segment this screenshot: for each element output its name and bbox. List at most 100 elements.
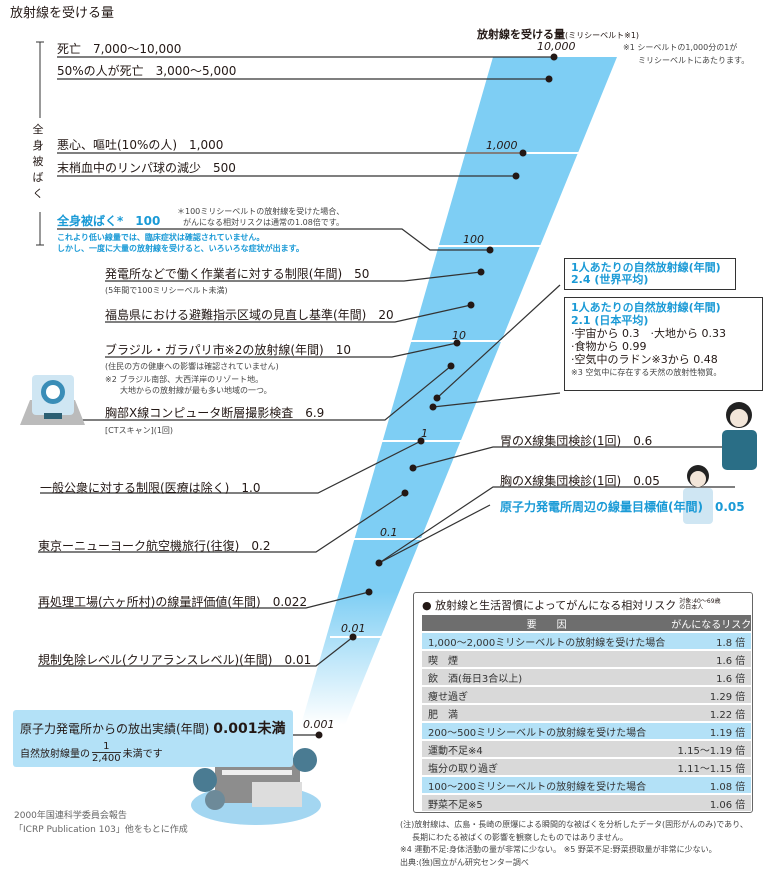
- note-1-line2: ミリシーベルトにあたります。: [638, 55, 749, 66]
- risk-cell: 1.6 倍: [671, 651, 751, 667]
- japan-box-line: ·宇宙から 0.3 ·大地から 0.33: [571, 327, 756, 340]
- label-lymph: 末梢血中のリンパ球の減少 500: [57, 159, 236, 176]
- factor-cell: 運動不足※4: [422, 741, 671, 757]
- label-clearance: 規制免除レベル(クリアランスレベル)(年間) 0.01: [38, 651, 311, 668]
- tick-0-001: 0.001: [303, 718, 335, 731]
- wb100-note-2: がんになる相対リスクは通常の1.08倍です。: [183, 217, 344, 228]
- fraction-numerator: 1: [103, 741, 109, 752]
- label-npp-release: 原子力発電所からの放出実績(年間) 0.001未満: [20, 718, 286, 738]
- whole-body-label: 全身被ばく: [31, 122, 45, 202]
- risk-cell: 1.08 倍: [671, 777, 751, 793]
- tick-100: 100: [463, 233, 484, 246]
- tick-10: 10: [452, 329, 466, 342]
- label-nausea: 悪心、嘔吐(10%の人) 1,000: [57, 136, 223, 153]
- label-reprocess: 再処理工場(六ヶ所村)の線量評価値(年間) 0.022: [38, 593, 307, 610]
- japan-box-title: 1人あたりの自然放射線(年間): [571, 301, 756, 314]
- brazil-sub-1: (住民の方の健康への影響は確認されていません): [105, 361, 279, 372]
- risk-table-title-text: ● 放射線と生活習慣によってがんになる相対リスク: [422, 597, 676, 613]
- risk-cell: 1.19 倍: [671, 723, 751, 739]
- world-average-box: 1人あたりの自然放射線(年間) 2.4 (世界平均): [564, 258, 736, 290]
- label-ct: 胸部X線コンピュータ断層撮影検査 6.9: [105, 404, 324, 421]
- tick-0-01: 0.01: [341, 622, 366, 635]
- note-line: 出典:(独)国立がん研究センター調べ: [400, 857, 748, 869]
- brazil-sub-3: 大地からの放射線が最も多い地域の一つ。: [120, 385, 272, 396]
- japan-box-line: ·空気中のラドン※3から 0.48: [571, 353, 756, 366]
- label-chest: 胸のX線集団検診(1回) 0.05: [500, 472, 660, 489]
- risk-cell: 1.8 倍: [671, 633, 751, 649]
- tick-1: 1: [421, 427, 428, 440]
- label-fukushima: 福島県における避難指示区域の見直し基準(年間) 20: [105, 306, 394, 323]
- fraction-denominator: 2,400: [92, 752, 121, 764]
- factor-cell: 塩分の取り過ぎ: [422, 759, 671, 775]
- factor-cell: 200〜500ミリシーベルトの放射線を受けた場合: [422, 723, 671, 739]
- label-death: 死亡 7,000〜10,000: [57, 40, 181, 57]
- label-npp-target: 原子力発電所周辺の線量目標値(年間) 0.05: [500, 498, 745, 515]
- wb100-blue-2: しかし、一度に大量の放射線を受けると、いろいろな症状が出ます。: [57, 243, 304, 254]
- tick-10000: 10,000: [537, 40, 576, 53]
- credit-2: 「ICRP Publication 103」他をもとに作成: [14, 822, 188, 835]
- ct-scanner-icon: [20, 375, 85, 425]
- factor-cell: 痩せ過ぎ: [422, 687, 671, 703]
- axis-unit: (ミリシーベルト※1): [565, 31, 639, 40]
- label-brazil: ブラジル・ガラパリ市※2の放射線(年間) 10: [105, 341, 351, 358]
- risk-table-title: ● 放射線と生活習慣によってがんになる相対リスク対象:40〜69歳の日本人: [422, 597, 744, 613]
- label-stomach: 胃のX線集団検診(1回) 0.6: [500, 432, 652, 449]
- worker-sub: (5年間で100ミリシーベルト未満): [105, 285, 228, 296]
- npp-release-sub-text: 自然放射線量の: [20, 745, 90, 760]
- factor-cell: 100〜200ミリシーベルトの放射線を受けた場合: [422, 777, 671, 793]
- credit-1: 2000年国連科学委員会報告: [14, 808, 127, 821]
- factor-cell: 1,000〜2,000ミリシーベルトの放射線を受けた場合: [422, 633, 671, 649]
- note-line: ※4 運動不足:身体活動の量が非常に少ない。 ※5 野菜不足:野菜摂取量が非常に…: [400, 844, 748, 857]
- risk-cell: 1.22 倍: [671, 705, 751, 721]
- label-worker: 発電所などで働く作業者に対する制限(年間) 50: [105, 265, 369, 282]
- header-risk: がんになるリスク: [671, 615, 751, 631]
- npp-release-sub-text2: 未満です: [123, 745, 163, 760]
- npp-release-value: 0.001未満: [213, 721, 285, 737]
- label-flight: 東京ーニューヨーク航空機旅行(往復) 0.2: [38, 537, 270, 554]
- npp-release-text: 原子力発電所からの放出実績(年間): [20, 722, 209, 736]
- risk-cell: 1.15〜1.19 倍: [671, 741, 751, 757]
- label-public: 一般公衆に対する制限(医療は除く) 1.0: [40, 479, 260, 496]
- wb100-note-1: ＊100ミリシーベルトの放射線を受けた場合、: [177, 206, 344, 217]
- brazil-sub-2: ※2 ブラジル南部、大西洋岸のリゾート地。: [105, 374, 263, 385]
- header-factor: 要 因: [422, 615, 671, 631]
- ct-sub: [CTスキャン](1回): [105, 425, 173, 436]
- tick-1000: 1,000: [486, 139, 518, 152]
- japan-box-note: ※3 空気中に存在する天然の放射性物質。: [571, 366, 756, 379]
- factor-cell: 野菜不足※5: [422, 795, 671, 811]
- risk-cell: 1.06 倍: [671, 795, 751, 811]
- note-line: 長期にわたる被ばくの影響を観察したものではありません。: [400, 832, 748, 845]
- note-1-line1: ※1 シーベルトの1,000分の1が: [623, 42, 737, 53]
- target-line: の日本人: [679, 604, 703, 611]
- label-half-death: 50%の人が死亡 3,000〜5,000: [57, 62, 236, 79]
- risk-cell: 1.6 倍: [671, 669, 751, 685]
- factor-cell: 飲 酒(毎日3合以上): [422, 669, 671, 685]
- japan-box-line: ·食物から 0.99: [571, 340, 756, 353]
- tick-0-1: 0.1: [380, 526, 398, 539]
- risk-table-panel: ● 放射線と生活習慣によってがんになる相対リスク対象:40〜69歳の日本人 要 …: [413, 592, 753, 813]
- world-box-value: 2.4 (世界平均): [571, 274, 729, 286]
- factor-cell: 喫 煙: [422, 651, 671, 667]
- japan-average-box: 1人あたりの自然放射線(年間) 2.1 (日本平均) ·宇宙から 0.3 ·大地…: [564, 297, 763, 391]
- risk-notes: (注)放射線は、広島・長崎の原爆による瞬間的な被ばくを分析したデータ(固形がんの…: [400, 819, 748, 869]
- note-line: (注)放射線は、広島・長崎の原爆による瞬間的な被ばくを分析したデータ(固形がんの…: [400, 819, 748, 832]
- factor-cell: 肥 満: [422, 705, 671, 721]
- japan-box-value: 2.1 (日本平均): [571, 314, 756, 327]
- risk-table-target: 対象:40〜69歳の日本人: [679, 599, 720, 611]
- risk-cell: 1.29 倍: [671, 687, 751, 703]
- wb100-blue-1: これより低い線量では、臨床症状は確認されていません。: [57, 232, 264, 243]
- label-whole-body-100: 全身被ばく* 100: [57, 212, 160, 229]
- risk-cell: 1.11〜1.15 倍: [671, 759, 751, 775]
